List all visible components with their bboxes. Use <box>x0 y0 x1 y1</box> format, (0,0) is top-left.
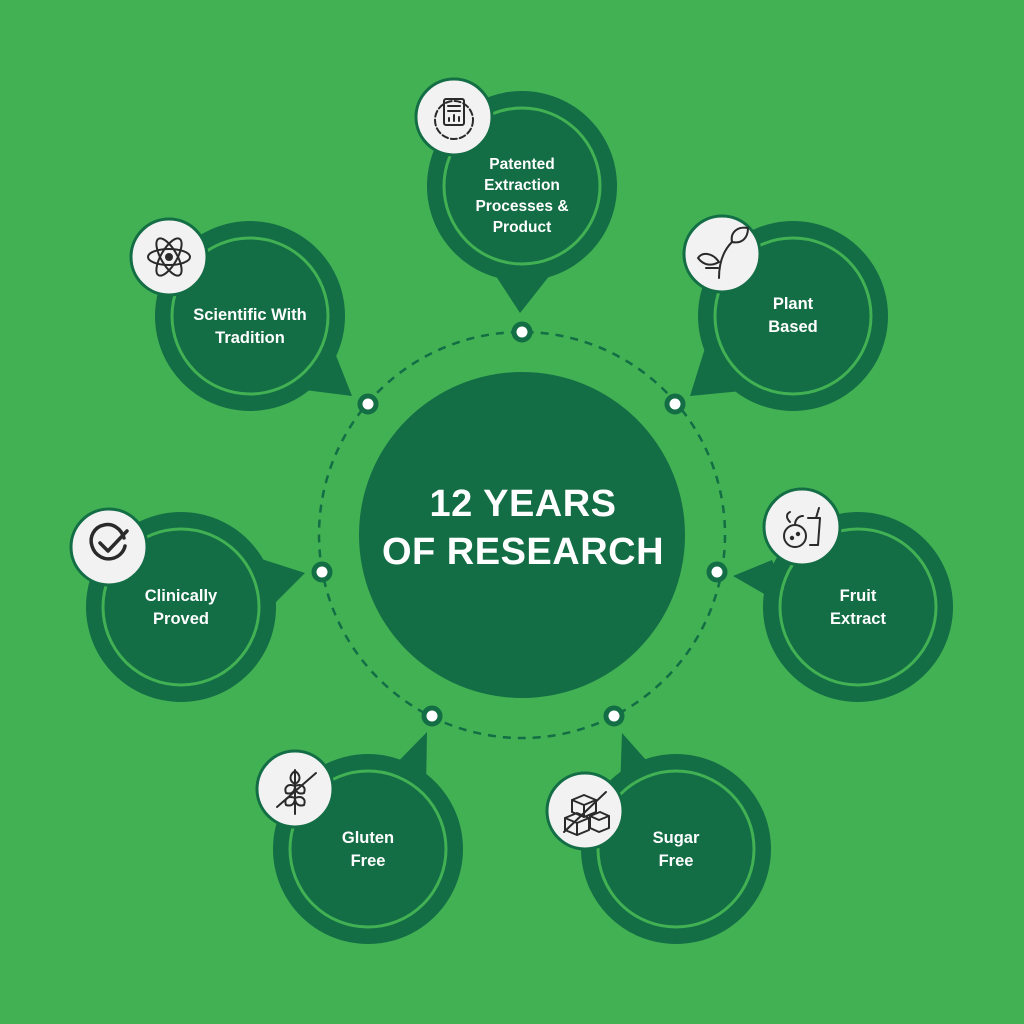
label-fruit: Fruit Extract <box>798 584 918 632</box>
bubble-clinical-ring <box>101 527 261 687</box>
center-title-line2: OF RESEARCH <box>381 531 665 573</box>
label-plant: Plant Based <box>733 292 853 340</box>
orbit-dot <box>357 393 379 415</box>
label-patented-line4: Product <box>492 219 552 236</box>
label-sugar-line2: Free <box>658 852 694 870</box>
center-circle <box>359 372 685 698</box>
label-gluten-line2: Free <box>350 852 386 870</box>
label-scientific-line2: Tradition <box>215 329 285 347</box>
check-circle-icon <box>89 522 129 561</box>
document-gear-icon <box>434 98 474 140</box>
dashed-orbit <box>317 330 727 740</box>
orbit-dots <box>311 321 728 727</box>
orbit-dot <box>421 705 443 727</box>
bubble-patented-ring <box>442 106 602 266</box>
tail-scientific <box>305 348 352 396</box>
bubble-sugar <box>581 754 771 944</box>
label-fruit-line2: Extract <box>830 610 886 628</box>
label-clinical: Clinically Proved <box>121 584 241 632</box>
bubble-gluten-ring <box>288 769 448 929</box>
bubble-plant-ring <box>713 236 873 396</box>
label-sugar-line1: Sugar <box>652 829 700 847</box>
orbit-dot <box>311 561 333 583</box>
orbit-dot <box>664 393 686 415</box>
orbit-dot <box>706 561 728 583</box>
label-scientific-line1: Scientific With <box>193 306 307 324</box>
orbit-dot <box>511 321 533 343</box>
leaf-sprout-icon <box>697 226 749 279</box>
orbit-dot <box>603 705 625 727</box>
fruit-juice-icon <box>783 507 821 548</box>
badge-clinical <box>69 507 149 587</box>
label-patented-line3: Processes & <box>475 198 569 215</box>
label-patented-line2: Extraction <box>484 177 560 194</box>
tail-patented <box>492 270 554 313</box>
center-title-line1: 12 YEARS <box>429 483 617 525</box>
label-sugar: Sugar Free <box>616 826 736 874</box>
label-plant-line1: Plant <box>772 295 814 313</box>
label-gluten: Gluten Free <box>308 826 428 874</box>
label-plant-line2: Based <box>768 318 818 336</box>
label-patented: Patented Extraction Processes & Product <box>452 150 592 242</box>
atom-icon <box>147 237 191 277</box>
badge-plant <box>682 214 762 294</box>
center-title: 12 YEARS OF RESEARCH <box>360 480 686 576</box>
sugar-cubes-crossed-icon <box>563 791 610 836</box>
label-patented-line1: Patented <box>489 156 555 173</box>
label-gluten-line1: Gluten <box>341 829 395 847</box>
wheat-crossed-icon <box>276 769 317 815</box>
label-clinical-line1: Clinically <box>144 587 218 605</box>
label-scientific: Scientific With Tradition <box>175 303 325 351</box>
bubble-scientific-ring <box>170 236 330 396</box>
bubble-fruit-ring <box>778 527 938 687</box>
label-clinical-line2: Proved <box>153 610 209 628</box>
label-fruit-line1: Fruit <box>839 587 877 605</box>
bubble-sugar-ring <box>596 769 756 929</box>
